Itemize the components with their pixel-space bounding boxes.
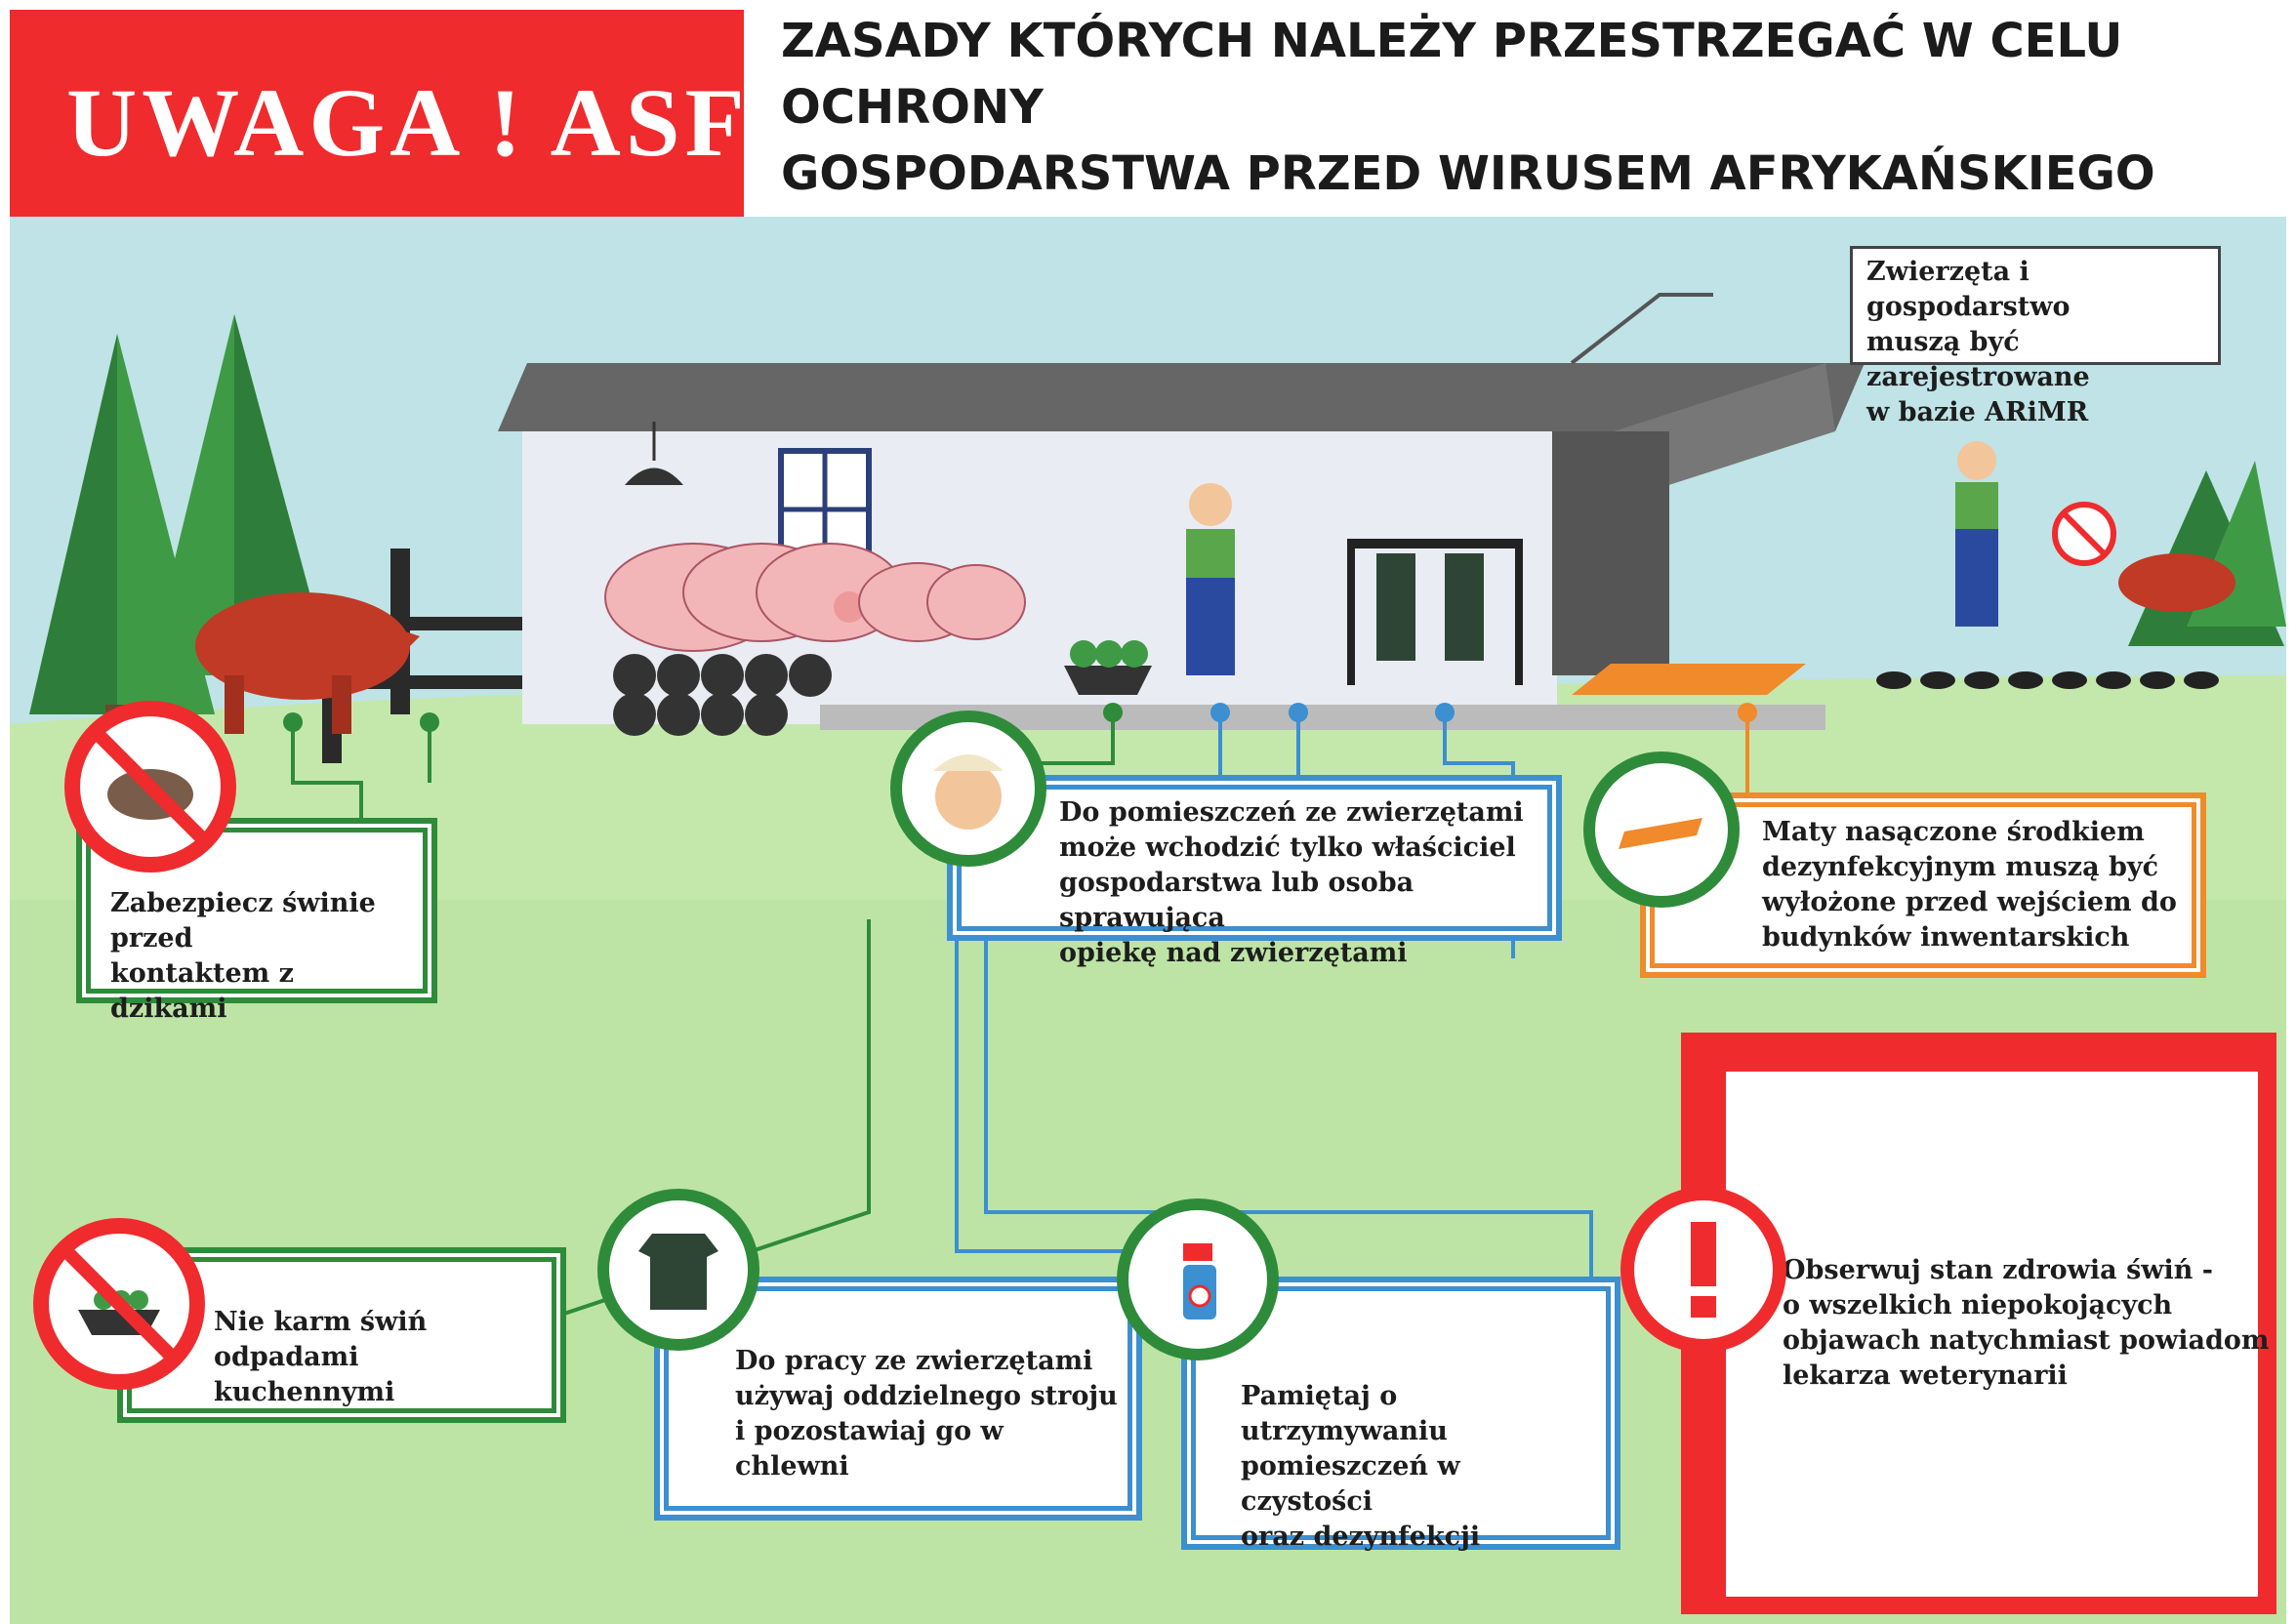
farmer-face-icon — [890, 710, 1046, 867]
no-kitchen-waste-icon — [33, 1218, 205, 1390]
wild-boar-icon — [2118, 553, 2235, 612]
mat-icon — [1583, 751, 1740, 908]
clothing-icon — [597, 1189, 759, 1351]
observe-panel — [1726, 1072, 2258, 1597]
stones — [1876, 671, 2219, 689]
wild-boar-icon — [195, 592, 420, 734]
no-boar-sign-icon — [2052, 502, 2116, 566]
pigs-icon — [604, 543, 1026, 652]
warning-banner: UWAGA ! ASF — [10, 10, 745, 226]
registration-note: Zwierzęta i gospodarstwo muszą być zarej… — [1850, 246, 2221, 427]
spray-bottle-icon — [1117, 1198, 1279, 1360]
connector-dots — [283, 703, 1757, 732]
rule-observe: Obserwuj stan zdrowia świń - o wszelkich… — [1783, 1255, 2270, 1391]
farmer-icon — [1186, 483, 1235, 675]
clothes-rack-icon — [1347, 539, 1523, 685]
exclamation-icon — [1620, 1187, 1786, 1353]
banner-text: UWAGA ! ASF — [66, 68, 750, 177]
trough-icon — [1064, 640, 1152, 695]
farmer-icon — [1955, 441, 1998, 627]
tree-icon — [29, 314, 332, 744]
rule-access: Do pomieszczeń ze zwierzętami może wchod… — [957, 785, 1552, 968]
rule-mats: Maty nasączone środkiem dezynfekcyjnym m… — [1650, 802, 2196, 968]
no-boar-icon — [64, 701, 236, 873]
disinfection-mat-icon — [1572, 664, 1806, 695]
rule-clothing: Do pracy ze zwierzętami używaj oddzielne… — [664, 1286, 1132, 1511]
